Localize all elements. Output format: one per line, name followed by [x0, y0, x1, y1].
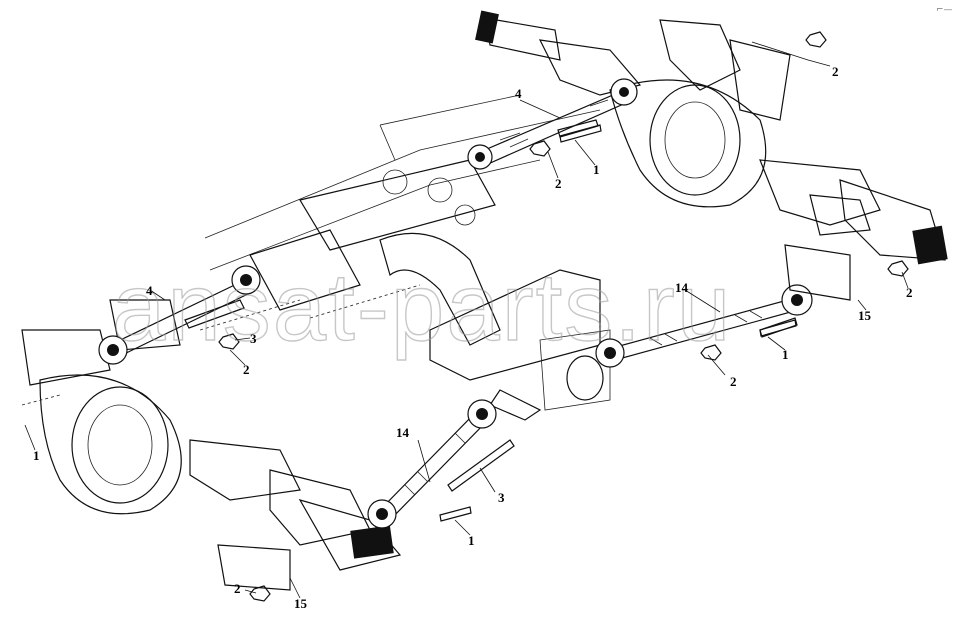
callout-2: 2	[555, 176, 562, 191]
callout-2: 2	[730, 374, 737, 389]
callout-4: 4	[146, 283, 153, 298]
watermark: ansat-parts.ru	[112, 254, 732, 361]
rear-axle-top	[475, 10, 948, 265]
callout-4: 4	[515, 86, 522, 101]
callout-1: 1	[593, 162, 600, 177]
fasteners	[217, 31, 909, 602]
callout-3: 3	[498, 490, 505, 505]
callouts: 4 2 2 1 4 3 2 1 14 15 2 1 2 14 3 1 2 15	[33, 64, 913, 611]
callout-14: 14	[675, 280, 689, 295]
callout-2: 2	[906, 285, 913, 300]
callout-2: 2	[243, 362, 250, 377]
callout-14: 14	[396, 425, 410, 440]
corner-mark: ⌐—	[936, 5, 953, 15]
torque-rod-14-low	[367, 399, 515, 529]
callout-1: 1	[782, 347, 789, 362]
callout-1: 1	[468, 533, 475, 548]
callout-1: 1	[33, 448, 40, 463]
callout-15: 15	[858, 308, 872, 323]
callout-3: 3	[250, 331, 257, 346]
chassis-frame	[199, 94, 611, 421]
torque-rod-4-left	[98, 265, 261, 365]
callout-2: 2	[234, 581, 241, 596]
callout-15: 15	[294, 596, 308, 611]
torque-rod-14-right	[595, 284, 813, 368]
leader-lines	[24, 41, 909, 599]
torque-rod-4-top	[467, 78, 638, 170]
rear-axle-left	[21, 299, 402, 571]
callout-2: 2	[832, 64, 839, 79]
